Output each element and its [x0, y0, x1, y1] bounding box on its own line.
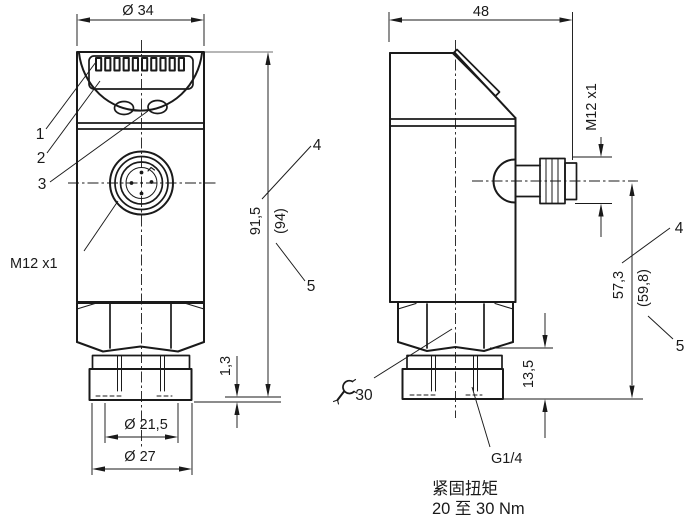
dim-side-height: 57,3: [611, 271, 627, 299]
display-side: [452, 48, 501, 97]
dim-side-connector-thread: M12 x1: [584, 83, 600, 131]
dimension-lines: [45, 12, 674, 475]
display-segments: [95, 57, 186, 72]
dim-side-height-alt: (59,8): [636, 269, 652, 307]
torque-note-line2: 20 至 30 Nm: [432, 500, 525, 518]
callout-4-side: 4: [675, 220, 684, 237]
callout-4-front: 4: [313, 137, 322, 154]
dim-front-height-alt: (94): [273, 208, 289, 234]
dim-front-step: 1,3: [218, 356, 234, 376]
process-port-side: [401, 368, 504, 400]
callout-2: 2: [37, 150, 46, 167]
callout-1: 1: [36, 126, 45, 143]
torque-note-line1: 紧固扭矩: [432, 479, 498, 498]
dimension-arrows: [77, 17, 635, 472]
wrench-icon: [332, 378, 358, 405]
front-view-outline: [76, 51, 205, 401]
dim-front-body-dia: Ø 27: [124, 449, 155, 465]
dim-front-width: Ø 34: [122, 3, 153, 19]
annotations: Ø 34 1 2 3 M12 x1 91,5 (94) 4 5 1,3 Ø 21…: [10, 3, 684, 518]
dim-front-seal-dia: Ø 21,5: [124, 417, 168, 433]
hex-nut-front: [76, 302, 205, 353]
callout-5-side: 5: [676, 338, 685, 355]
callout-3: 3: [38, 176, 47, 193]
dim-side-depth: 48: [473, 4, 489, 20]
process-port-front: [88, 368, 193, 401]
label-wrench-size: 30: [355, 387, 373, 404]
label-process-connection: G1/4: [491, 451, 522, 467]
pushbuttons: [113, 99, 168, 116]
side-view-outline: [332, 48, 578, 405]
dim-side-thread-length: 13,5: [521, 360, 537, 388]
label-front-connector: M12 x1: [10, 256, 58, 272]
m12-connector-side: [492, 157, 578, 205]
dim-front-height: 91,5: [248, 207, 264, 235]
callout-5-front: 5: [307, 278, 316, 295]
centerlines: [68, 40, 638, 447]
